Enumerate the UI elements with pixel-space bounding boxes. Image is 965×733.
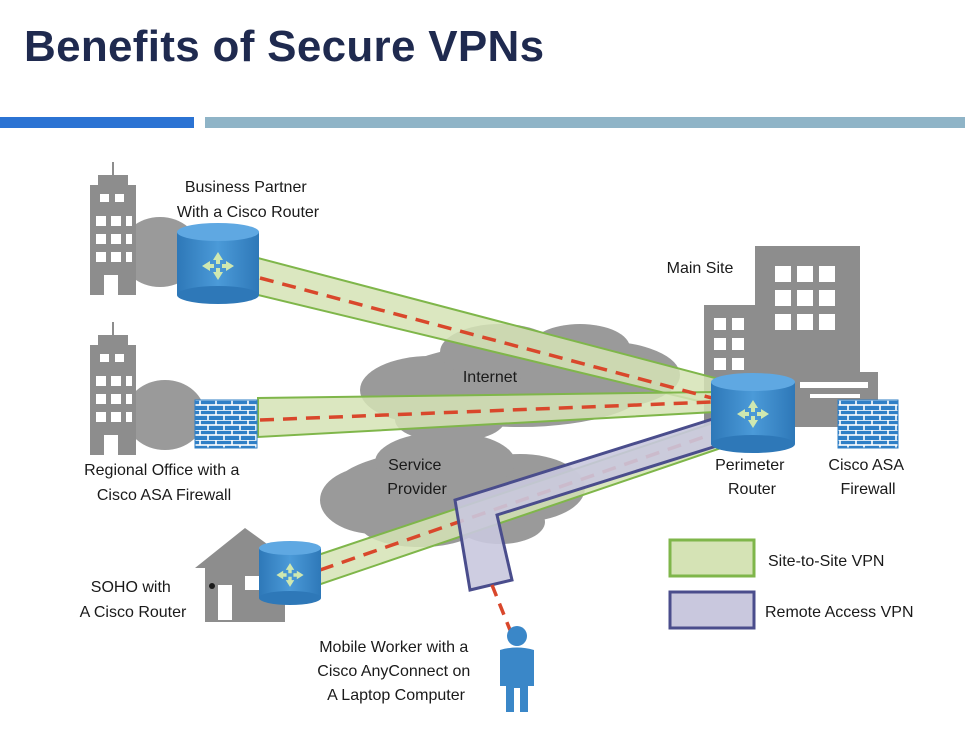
- legend: Site-to-Site VPN Remote Access VPN: [668, 538, 914, 630]
- service-provider-label: Service Provider: [387, 457, 447, 498]
- legend-label-site-to-site: Site-to-Site VPN: [768, 553, 884, 570]
- slide-title: Benefits of Secure VPNs: [24, 22, 545, 71]
- soho-label: SOHO with A Cisco Router: [80, 579, 187, 621]
- main-site-firewall-icon: [837, 399, 899, 449]
- regional-firewall-icon: [194, 399, 258, 449]
- mobile-worker-label: Mobile Worker with a Cisco AnyConnect on…: [317, 639, 474, 704]
- mobile-worker-person-icon: [500, 626, 534, 712]
- regional-office-label: Regional Office with a Cisco ASA Firewal…: [84, 462, 244, 504]
- internet-label: Internet: [463, 369, 518, 386]
- perimeter-router-icon: [711, 373, 795, 453]
- title-accent-bar-teal: [205, 117, 965, 128]
- perimeter-router-label: Perimeter Router: [715, 457, 789, 498]
- legend-swatch-remote-access: [668, 590, 756, 630]
- cisco-asa-firewall-label: Cisco ASA Firewall: [828, 457, 907, 498]
- regional-office-building-icon: [90, 322, 205, 455]
- legend-swatch-site-to-site: [668, 538, 756, 578]
- business-partner-router-icon: [177, 223, 259, 304]
- main-site-label: Main Site: [667, 260, 734, 277]
- business-partner-label: Business Partner With a Cisco Router: [177, 179, 320, 221]
- legend-label-remote-access: Remote Access VPN: [765, 604, 914, 621]
- title-accent-bar-blue: [0, 117, 194, 128]
- soho-router-icon: [259, 541, 321, 605]
